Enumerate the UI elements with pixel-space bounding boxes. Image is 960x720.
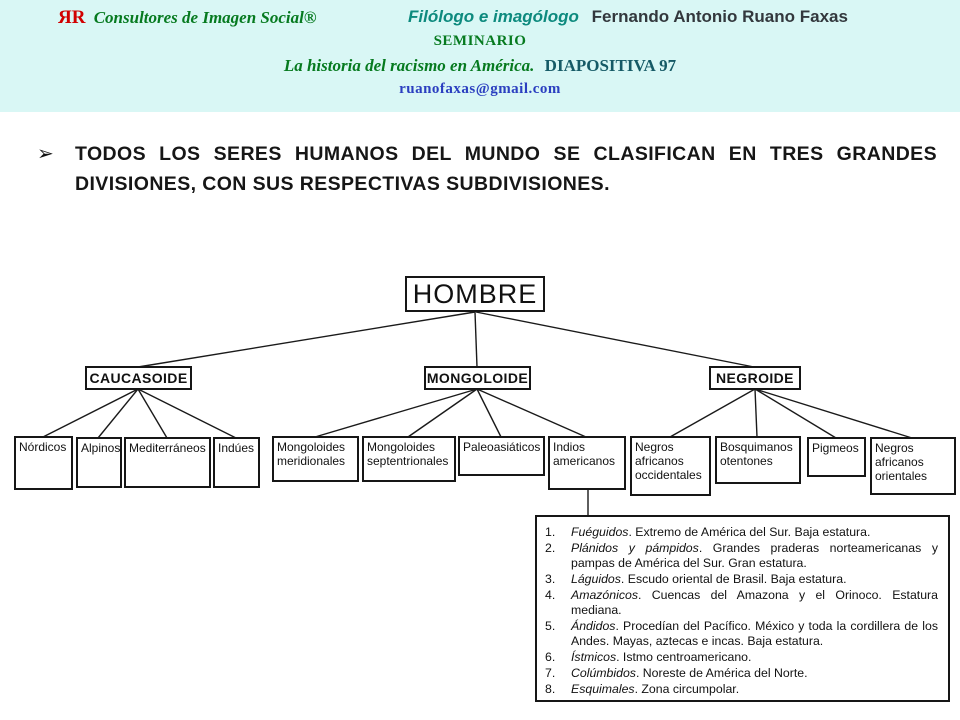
detail-item-number: 2. bbox=[545, 541, 556, 555]
detail-item-desc: . Noreste de América del Norte. bbox=[635, 666, 808, 680]
indios-americanos-detail-box: 1. Fuéguidos. Extremo de América del Sur… bbox=[535, 515, 950, 702]
tree-leaf-alpinos: Alpinos bbox=[76, 437, 122, 488]
connector-line bbox=[754, 388, 913, 439]
detail-item-desc: . Extremo de América del Sur. Baja estat… bbox=[628, 525, 871, 539]
connector-line bbox=[407, 388, 478, 438]
connector-line bbox=[137, 388, 237, 439]
detail-item-number: 1. bbox=[545, 525, 556, 539]
connector-line bbox=[474, 311, 478, 368]
connector-line bbox=[476, 388, 587, 438]
bullet-text: TODOS LOS SERES HUMANOS DEL MUNDO SE CLA… bbox=[75, 143, 937, 196]
detail-item-desc: . Zona circumpolar. bbox=[634, 682, 740, 696]
brand: ЯR Consultores de Imagen Social® bbox=[58, 7, 317, 29]
detail-item-number: 3. bbox=[545, 572, 556, 586]
bullet-arrow-icon: ➢ bbox=[37, 143, 54, 165]
tree-root-hombre: HOMBRE bbox=[405, 276, 545, 312]
tree-leaf-negros-africanos-occidentales: Negros africanos occidentales bbox=[630, 436, 711, 496]
connector-line bbox=[97, 388, 139, 439]
detail-item: 5. Ándidos. Procedían del Pacífico. Méxi… bbox=[545, 619, 938, 649]
seminar-label: SEMINARIO bbox=[433, 33, 527, 49]
tree-leaf-mediterraneos: Mediterráneos bbox=[124, 437, 211, 488]
tree-leaf-bosquimanos-otentones: Bosquimanos otentones bbox=[715, 436, 801, 484]
connector-line bbox=[476, 388, 502, 438]
author-name: Fernando Antonio Ruano Faxas bbox=[591, 7, 848, 26]
brand-logo: ЯR bbox=[58, 7, 86, 28]
tree-division-mongoloide: MONGOLOIDE bbox=[424, 366, 531, 390]
detail-item: 7. Colúmbidos. Noreste de América del No… bbox=[545, 666, 938, 681]
tree-leaf-mongoloides-septentrionales: Mongoloides septentrionales bbox=[362, 436, 456, 482]
detail-item: 1. Fuéguidos. Extremo de América del Sur… bbox=[545, 525, 938, 540]
detail-item-term: Ándidos bbox=[571, 619, 616, 633]
detail-item-number: 7. bbox=[545, 666, 556, 680]
detail-item-term: Láguidos bbox=[571, 572, 621, 586]
detail-item-number: 8. bbox=[545, 682, 556, 696]
connector-line bbox=[754, 388, 758, 438]
connector-line bbox=[137, 311, 476, 368]
tree-division-negroide: NEGROIDE bbox=[709, 366, 801, 390]
detail-item: 8. Esquimales. Zona circumpolar. bbox=[545, 682, 938, 697]
detail-item: 4. Amazónicos. Cuencas del Amazona y el … bbox=[545, 588, 938, 618]
tree-division-caucasoide: CAUCASOIDE bbox=[85, 366, 192, 390]
detail-item-desc: . Procedían del Pacífico. México y toda … bbox=[571, 619, 938, 648]
author-role: Filólogo e imagólogo bbox=[408, 7, 579, 26]
connector-line bbox=[754, 388, 837, 439]
detail-item-desc: . Istmo centroamericano. bbox=[616, 650, 752, 664]
tree-leaf-paleoasiaticos: Paleoasiáticos bbox=[458, 436, 545, 476]
detail-item-number: 6. bbox=[545, 650, 556, 664]
seminar-title: La historia del racismo en América. bbox=[283, 56, 535, 75]
detail-item-term: Amazónicos bbox=[571, 588, 638, 602]
contact-email: ruanofaxas@gmail.com bbox=[399, 81, 561, 97]
connector-line bbox=[669, 388, 756, 438]
detail-item-number: 5. bbox=[545, 619, 556, 633]
detail-item-term: Ístmicos bbox=[571, 650, 617, 664]
tree-leaf-negros-africanos-orientales: Negros africanos orientales bbox=[870, 437, 956, 495]
header-band: ЯR Consultores de Imagen Social® Filólog… bbox=[0, 0, 960, 112]
detail-item: 6. Ístmicos. Istmo centroamericano. bbox=[545, 650, 938, 665]
tree-leaf-indues: Indúes bbox=[213, 437, 260, 488]
tree-leaf-indios-americanos: Indios americanos bbox=[548, 436, 626, 490]
detail-item-term: Colúmbidos bbox=[571, 666, 636, 680]
detail-item-term: Fuéguidos bbox=[571, 525, 629, 539]
tree-leaf-nordicos: Nórdicos bbox=[14, 436, 73, 490]
tree-leaf-pigmeos: Pigmeos bbox=[807, 437, 866, 477]
detail-item-term: Esquimales bbox=[571, 682, 635, 696]
seminar-title-line: La historia del racismo en América. DIAP… bbox=[0, 56, 960, 76]
detail-item: 3. Láguidos. Escudo oriental de Brasil. … bbox=[545, 572, 938, 587]
connector-line bbox=[137, 388, 168, 439]
detail-item-number: 4. bbox=[545, 588, 556, 602]
connector-line bbox=[314, 388, 478, 438]
detail-item-desc: . Cuencas del Amazona y el Orinoco. Esta… bbox=[571, 588, 938, 617]
detail-item-desc: . Grandes praderas norteamericanas y pam… bbox=[571, 541, 938, 570]
connector-line bbox=[42, 388, 139, 438]
slide-number-label: DIAPOSITIVA 97 bbox=[544, 56, 677, 75]
detail-item-desc: . Escudo oriental de Brasil. Baja estatu… bbox=[620, 572, 847, 586]
tree-leaf-mongoloides-meridionales: Mongoloides meridionales bbox=[272, 436, 359, 482]
connector-line bbox=[475, 311, 755, 368]
detail-item: 2. Plánidos y pámpidos. Grandes praderas… bbox=[545, 541, 938, 571]
detail-item-term: Plánidos y pámpidos bbox=[571, 541, 699, 555]
author-line: Filólogo e imagólogo Fernando Antonio Ru… bbox=[408, 7, 848, 27]
brand-name: Consultores de Imagen Social® bbox=[93, 8, 317, 27]
